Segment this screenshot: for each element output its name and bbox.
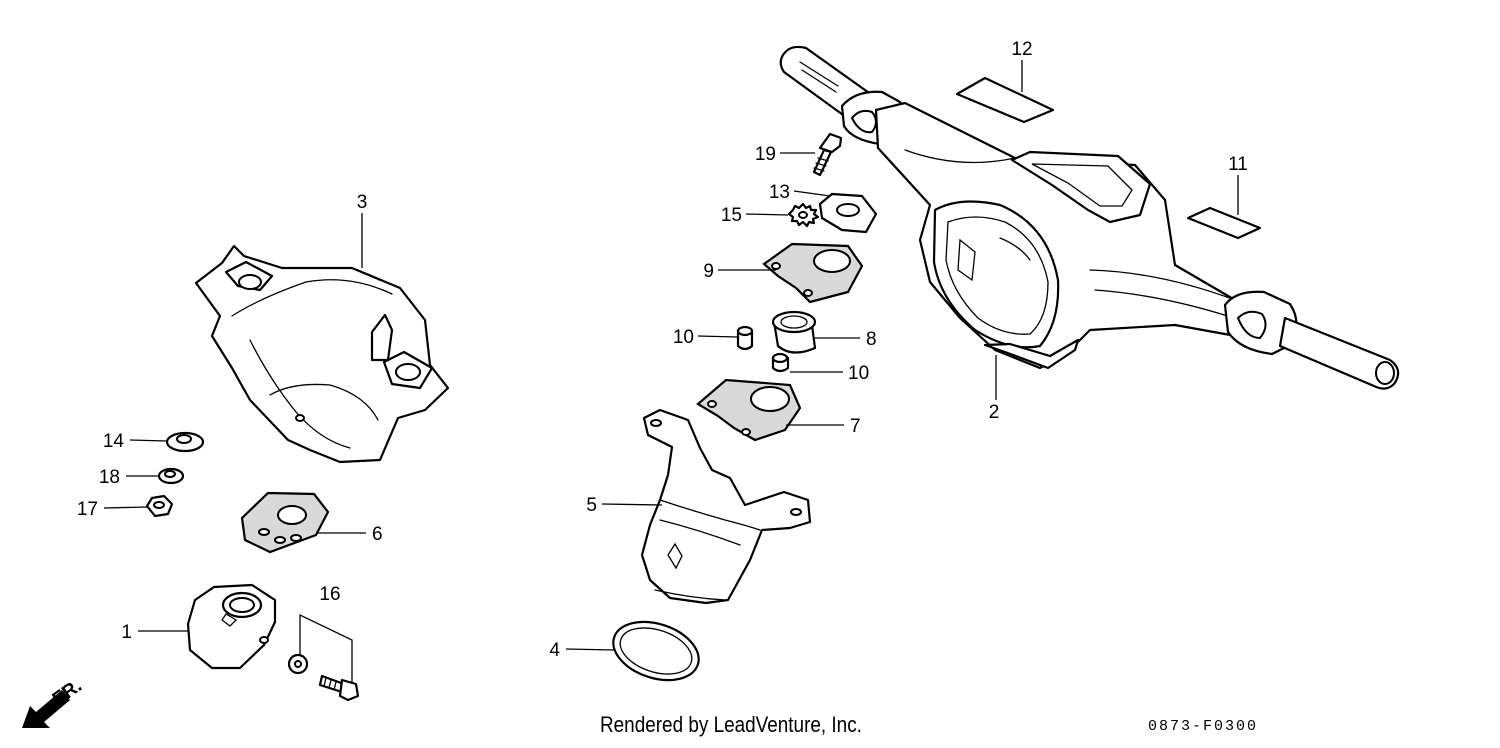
front-direction-arrow: FR. — [22, 675, 86, 728]
callout-18[interactable]: 18 — [99, 467, 120, 488]
part-6-plate — [240, 491, 330, 554]
diagram-code: 0873-F0300 — [1148, 718, 1259, 735]
part-11-label — [1186, 206, 1262, 240]
callout-13[interactable]: 13 — [769, 182, 790, 203]
part-17-nut — [145, 494, 174, 518]
callout-2[interactable]: 2 — [989, 402, 1000, 423]
part-3-housing-cover — [194, 244, 450, 464]
leader-lines — [103, 60, 1239, 682]
part-13-lock-plate — [818, 192, 878, 234]
callout-12[interactable]: 12 — [1011, 39, 1032, 60]
callout-7[interactable]: 7 — [850, 416, 861, 437]
callout-6[interactable]: 6 — [372, 524, 383, 545]
callout-1[interactable]: 1 — [121, 622, 132, 643]
callout-15[interactable]: 15 — [721, 205, 742, 226]
callout-4[interactable]: 4 — [549, 640, 560, 661]
part-2-axle-housing — [779, 45, 1400, 390]
callout-11[interactable]: 11 — [1228, 154, 1248, 175]
callout-3[interactable]: 3 — [357, 192, 368, 213]
part-16-bolt — [318, 674, 360, 702]
callout-16[interactable]: 16 — [319, 584, 340, 605]
callout-19[interactable]: 19 — [755, 144, 776, 165]
footer-credit: Rendered by LeadVenture, Inc. — [600, 712, 862, 737]
part-5-mounting-bracket — [640, 408, 812, 605]
part-14-grommet — [165, 431, 205, 453]
part-10-dowel-upper — [736, 325, 754, 351]
arrow-down-left-icon — [22, 690, 70, 728]
callout-10-lower[interactable]: 10 — [848, 363, 869, 384]
callout-10-upper[interactable]: 10 — [673, 327, 694, 348]
callout-14[interactable]: 14 — [103, 431, 125, 452]
part-4-seal-ring — [612, 620, 700, 682]
part-9-plate — [762, 242, 864, 304]
part-8-collar — [771, 310, 817, 354]
callout-5[interactable]: 5 — [586, 495, 597, 516]
callout-8[interactable]: 8 — [866, 329, 877, 350]
part-16-washer — [287, 653, 309, 675]
part-10-dowel-lower — [771, 352, 790, 373]
callout-9[interactable]: 9 — [703, 261, 714, 282]
part-18-washer — [157, 467, 185, 485]
part-15-star-washer — [787, 202, 820, 228]
part-7-plate — [696, 378, 802, 442]
part-19-bolt — [812, 132, 843, 177]
part-1-cap — [186, 583, 277, 670]
callout-17[interactable]: 17 — [77, 499, 98, 520]
part-12-label — [955, 76, 1055, 124]
